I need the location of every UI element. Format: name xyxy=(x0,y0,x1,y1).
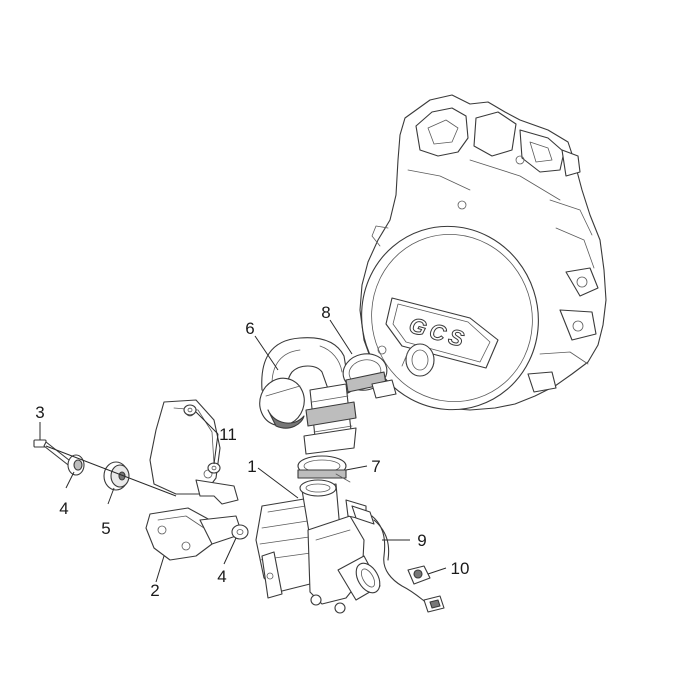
callout-labels: 1 2 3 4 4 5 6 7 8 9 10 11 xyxy=(35,303,469,600)
leader-lines xyxy=(39,319,447,583)
hose-clamp-part-7 xyxy=(297,455,351,483)
callout-4-left: 4 xyxy=(59,499,68,518)
hose-clamp-part-8 xyxy=(342,353,397,399)
callout-2: 2 xyxy=(150,581,159,600)
callout-6: 6 xyxy=(245,319,254,338)
washers-part-11 xyxy=(183,404,221,474)
water-pump-part-1 xyxy=(255,479,381,614)
grommet-part-5 xyxy=(103,461,130,491)
callout-3: 3 xyxy=(35,403,44,422)
washer-part-4-right xyxy=(231,524,249,540)
engine-cover: GCS xyxy=(359,94,607,411)
callout-1: 1 xyxy=(247,457,256,476)
callout-5: 5 xyxy=(101,519,110,538)
spacer-part-4-left xyxy=(67,454,85,476)
hose-part-6 xyxy=(259,337,357,455)
cover-plug xyxy=(401,343,435,377)
callout-4-right: 4 xyxy=(217,567,226,586)
cable-clip-part-10 xyxy=(407,565,431,585)
callout-10: 10 xyxy=(451,559,470,578)
heat-shield-bracket xyxy=(149,399,239,505)
callout-7: 7 xyxy=(371,457,380,476)
cover-logo-plate: GCS xyxy=(385,297,499,369)
wiring-harness-part-9 xyxy=(351,505,445,613)
callout-9: 9 xyxy=(417,531,426,550)
pump-bracket-part-2 xyxy=(145,507,243,561)
callout-11: 11 xyxy=(219,425,237,444)
callout-8: 8 xyxy=(321,303,330,322)
